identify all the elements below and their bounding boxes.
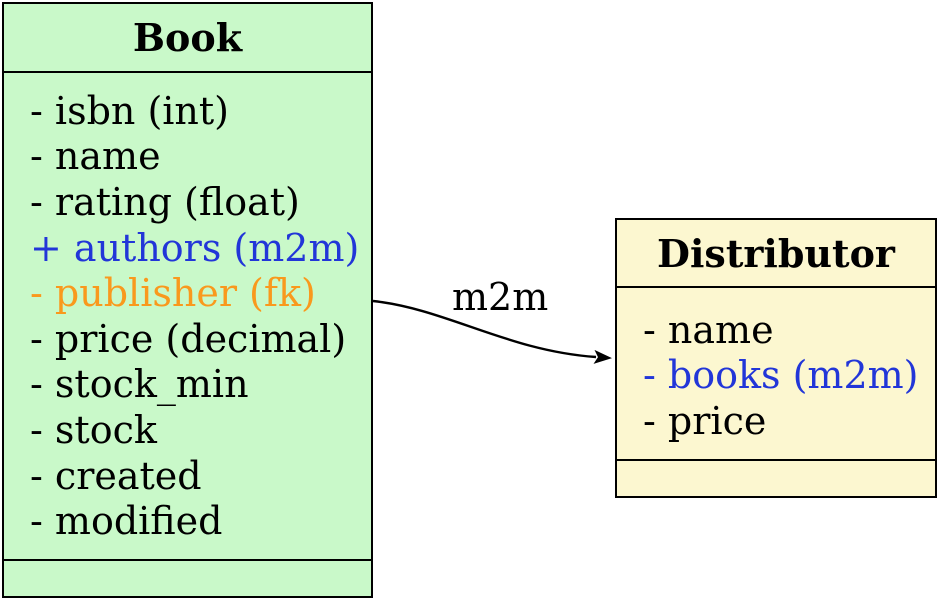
entity-distributor: Distributor - name - books (m2m) - price xyxy=(615,218,937,498)
entity-book-fields: - isbn (int) - name - rating (float) + a… xyxy=(4,73,371,559)
entity-distributor-fields: - name - books (m2m) - price xyxy=(617,288,935,459)
field-stock: - stock xyxy=(30,407,157,452)
entity-book-title: Book xyxy=(4,4,371,73)
field-created: - created xyxy=(30,453,202,498)
field-stock-min: - stock_min xyxy=(30,362,249,407)
field-dist-books: - books (m2m) xyxy=(643,353,919,398)
field-rating: - rating (float) xyxy=(30,179,300,224)
entity-book: Book - isbn (int) - name - rating (float… xyxy=(2,2,373,598)
field-authors: + authors (m2m) xyxy=(30,225,360,270)
entity-distributor-methods-section xyxy=(617,459,935,496)
field-name: - name xyxy=(30,134,161,179)
field-dist-price: - price xyxy=(643,398,767,443)
field-isbn: - isbn (int) xyxy=(30,88,229,133)
entity-distributor-title: Distributor xyxy=(617,220,935,288)
field-modified: - modified xyxy=(30,499,223,544)
field-publisher: - publisher (fk) xyxy=(30,271,316,316)
relation-label: m2m xyxy=(452,275,549,319)
field-price: - price (decimal) xyxy=(30,316,347,361)
entity-book-methods-section xyxy=(4,559,371,596)
field-dist-name: - name xyxy=(643,307,774,352)
